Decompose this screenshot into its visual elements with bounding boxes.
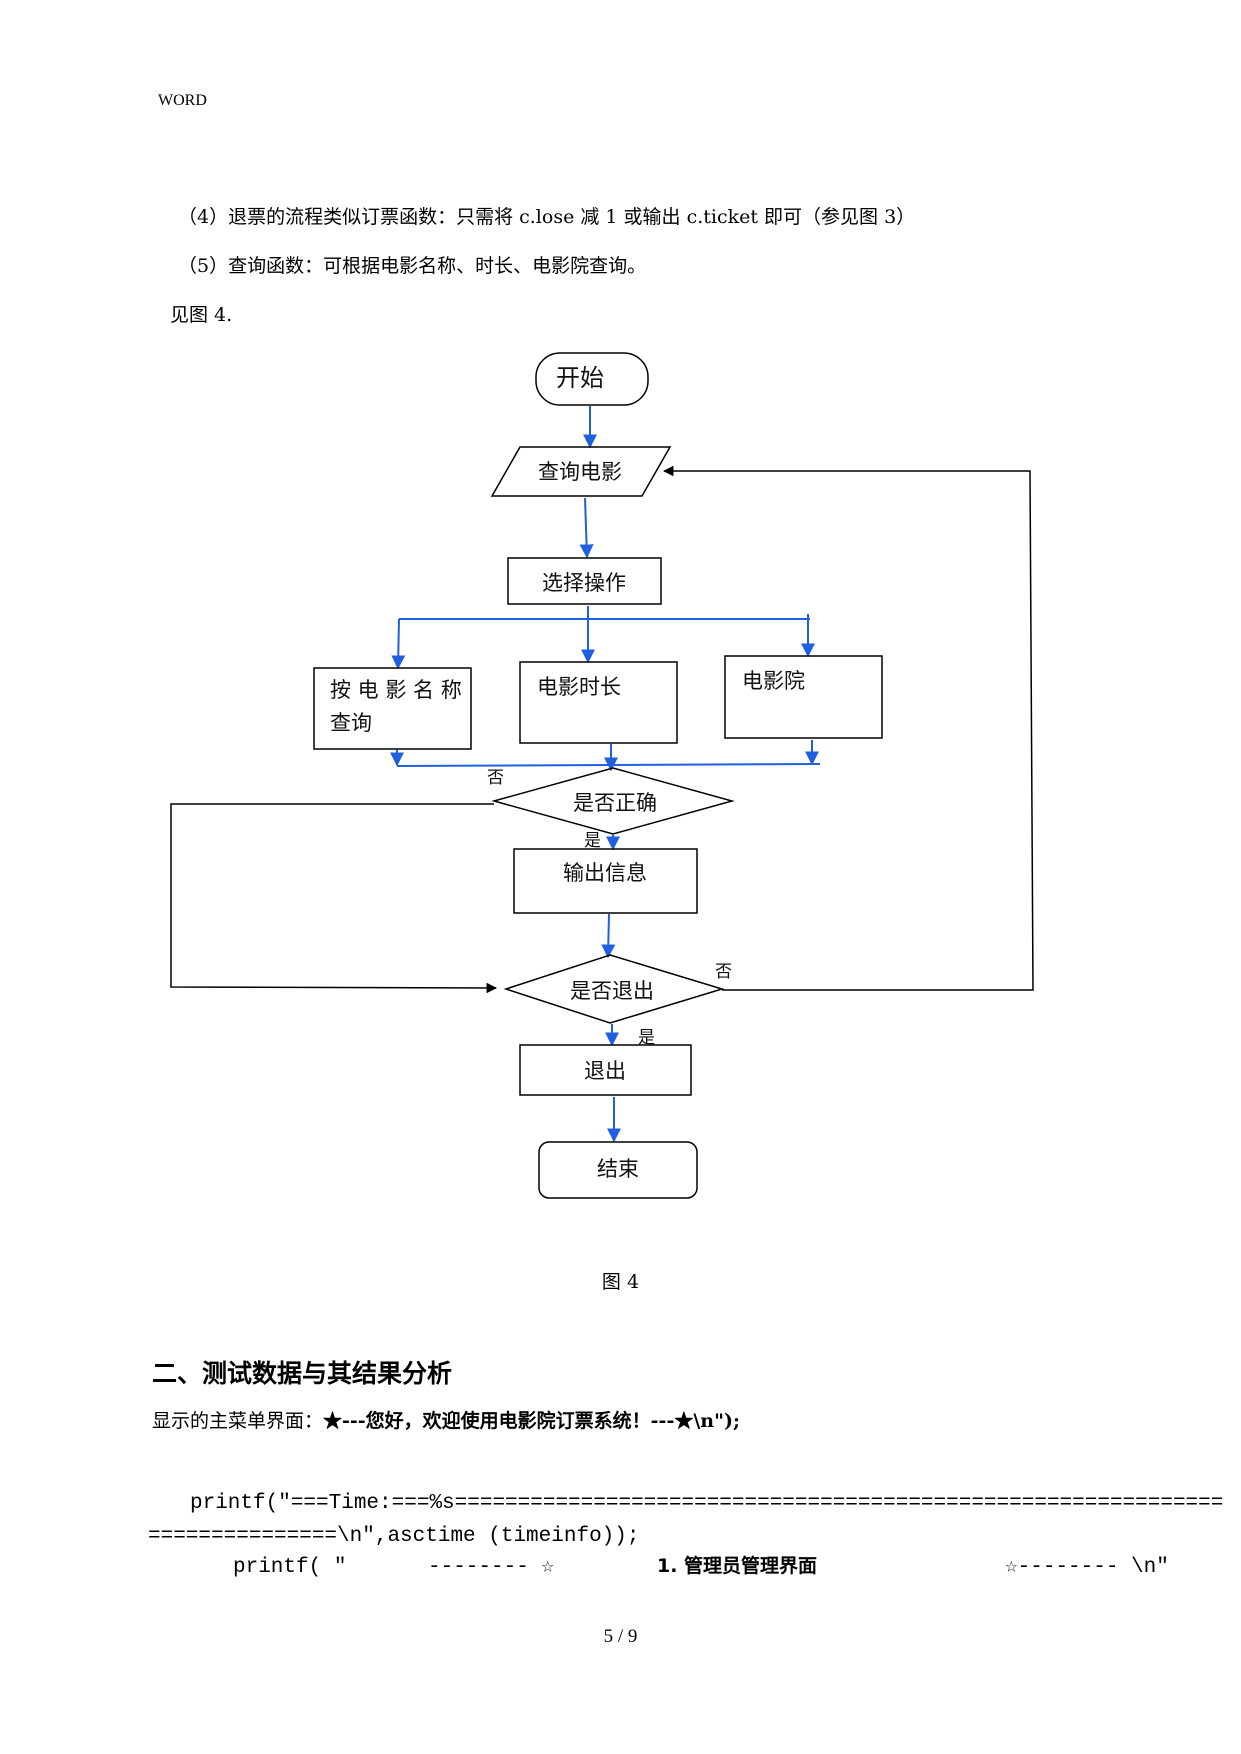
paragraph-query: （5）查询函数：可根据电影名称、时长、电影院查询。	[178, 255, 647, 277]
exit-process-box	[519, 1044, 692, 1096]
code-line-3c: 1. 管理员管理界面	[657, 1555, 818, 1577]
start-label: 开始	[556, 364, 604, 392]
end-terminal	[538, 1141, 698, 1199]
start-terminal	[535, 352, 649, 406]
page-header: WORD	[158, 92, 207, 109]
arrow-query-select	[579, 497, 594, 559]
label-yes-correct: 是	[584, 831, 601, 851]
paragraph-see-figure: 见图 4.	[170, 304, 233, 326]
code-line-3b: -------- ☆	[428, 1556, 555, 1579]
code-line-3d: ☆-------- \n"	[1005, 1556, 1169, 1579]
menu-prefix: 显示的主菜单界面：	[152, 1410, 324, 1432]
by-name-label-line1: 按 电 影 名 称	[330, 678, 462, 702]
select-process-box	[507, 557, 662, 605]
decision-correct-diamond	[491, 767, 735, 835]
by-duration-box	[519, 661, 678, 744]
paragraph-refund: （4）退票的流程类似订票函数：只需将 c.lose 减 1 或输出 c.tick…	[178, 206, 916, 228]
label-no-exit: 否	[715, 962, 732, 982]
by-name-box	[313, 667, 472, 750]
exit-label: 退出	[584, 1059, 626, 1083]
by-cinema-box	[724, 655, 883, 739]
page-number: 5 / 9	[603, 1626, 638, 1647]
output-info-label: 输出信息	[563, 861, 647, 885]
by-cinema-label: 电影院	[742, 669, 805, 693]
arrow-to-name	[391, 618, 406, 670]
arrow-output-exit-decision	[601, 913, 616, 959]
select-label: 选择操作	[542, 571, 626, 595]
decision-exit-diamond	[503, 954, 725, 1024]
output-info-box	[513, 848, 698, 914]
label-no-correct: 否	[487, 768, 504, 788]
figure-caption: 图 4	[601, 1271, 640, 1293]
label-yes-exit: 是	[638, 1028, 655, 1048]
query-label: 查询电影	[538, 460, 622, 484]
menu-description: 显示的主菜单界面：★---您好，欢迎使用电影院订票系统！---★\n");	[152, 1412, 740, 1431]
query-io-box	[490, 446, 672, 497]
menu-text: ★---您好，欢迎使用电影院订票系统！---★\n");	[323, 1410, 740, 1432]
loop-incorrect-to-exit	[170, 803, 498, 994]
decision-correct-label: 是否正确	[573, 791, 657, 815]
code-line-1: printf("===Time:===%s===================…	[190, 1492, 1224, 1515]
by-duration-label: 电影时长	[537, 675, 621, 699]
section-heading: 二、测试数据与其结果分析	[152, 1359, 453, 1388]
loop-not-exit-to-query	[662, 465, 1034, 991]
code-line-2: ===============\n",asctime (timeinfo));	[148, 1525, 640, 1548]
end-label: 结束	[597, 1157, 639, 1181]
flowchart: 开始 查询电影 选择操作 按 电 影 名 称 查询 电影时长 电影院 是否正确	[170, 352, 1034, 1199]
merge-line	[396, 763, 821, 767]
code-line-3a: printf( "	[233, 1556, 347, 1579]
decision-exit-label: 是否退出	[570, 979, 654, 1003]
by-name-label-line2: 查询	[330, 711, 372, 735]
